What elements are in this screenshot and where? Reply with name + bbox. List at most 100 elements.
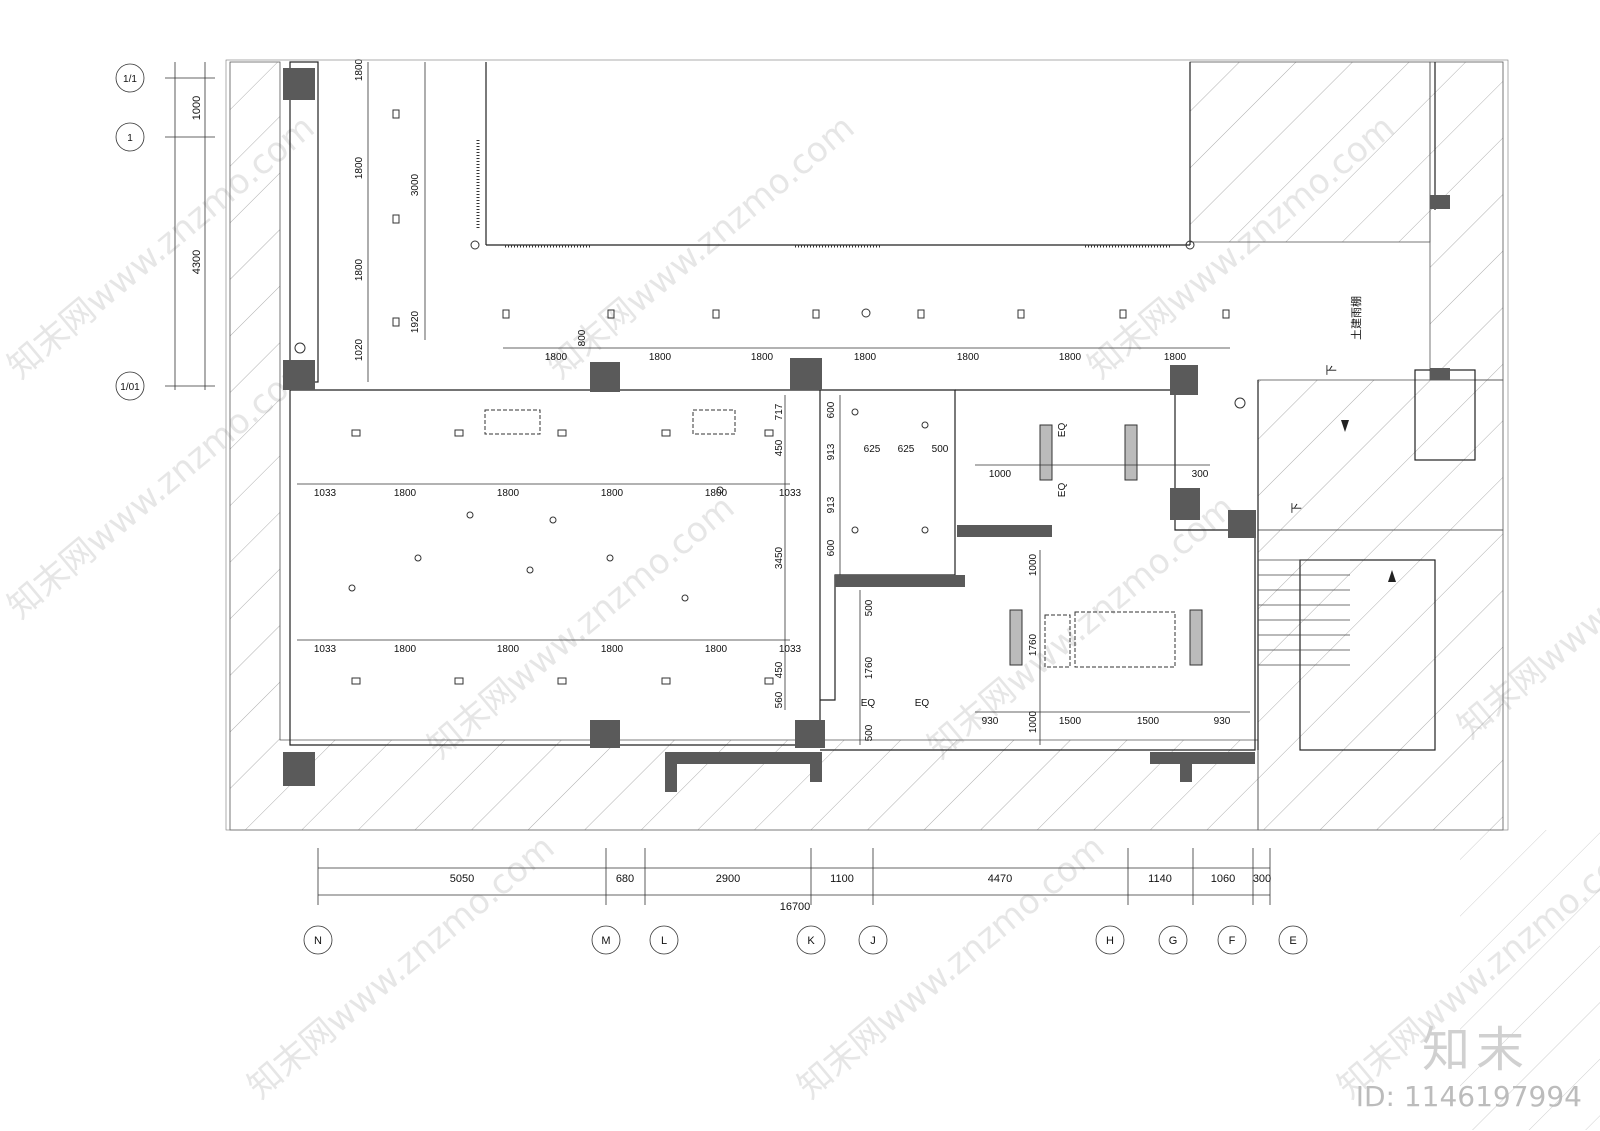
dimension-value: 1800 (705, 488, 728, 499)
dimension-value: 913 (826, 443, 837, 460)
dimension-value: 913 (826, 496, 837, 513)
dimension-value: 1800 (497, 488, 520, 499)
dimension-value: 1100 (830, 873, 854, 885)
dimension-value: EQ (861, 698, 876, 709)
dimension-value: 1800 (497, 644, 520, 655)
dimension-lines (165, 62, 1271, 905)
down-label: 下 (1291, 503, 1303, 514)
dimension-value: 4300 (191, 250, 203, 274)
dimension-value: 2900 (716, 873, 740, 885)
axis-labels: N M L K J H G F E 1/1 1 1/01 (120, 74, 1296, 947)
axis-label: L (661, 935, 667, 947)
hatched-exterior (229, 61, 1600, 1130)
dimension-value: 450 (774, 661, 785, 678)
axis-label: M (601, 935, 610, 947)
structural-columns (283, 68, 1450, 792)
down-label: 下 (1326, 365, 1338, 376)
dimension-value: 1800 (705, 644, 728, 655)
dimension-value: EQ (915, 698, 930, 709)
dimension-value: 1800 (854, 352, 877, 363)
main-room-dimension-text: 1033 1800 1800 1800 1800 1033 1033 1800 … (314, 403, 802, 708)
dimension-value: 1800 (1059, 352, 1082, 363)
dimension-value: 1060 (1211, 873, 1235, 885)
ceiling-fixtures (294, 109, 1246, 685)
brand-logo: 知末 (1421, 1022, 1530, 1078)
dimension-value: 800 (577, 329, 588, 346)
dimension-value: 1800 (601, 644, 624, 655)
dimension-value: 1800 (394, 644, 417, 655)
dimension-value: 717 (774, 403, 785, 420)
dimension-value: 300 (1192, 469, 1209, 480)
dimension-value: 1800 (354, 58, 365, 81)
dimension-value: 1800 (957, 352, 980, 363)
dimension-value: 1800 (1164, 352, 1187, 363)
axis-label: J (870, 935, 876, 947)
dimension-value: 625 (898, 444, 915, 455)
axis-label: F (1229, 935, 1236, 947)
dimension-value: 930 (982, 716, 999, 727)
right-room-dimension-text: 1000 300 EQ EQ 1000 1760 1000 930 1500 1… (982, 423, 1231, 734)
axis-label: 1/01 (120, 382, 140, 393)
axis-label: H (1106, 935, 1114, 947)
dimension-value: 680 (616, 873, 634, 885)
axis-label: N (314, 935, 322, 947)
dimension-value: 1020 (354, 338, 365, 361)
dimension-value: 560 (774, 691, 785, 708)
watermark: 知末网www.znzmo.com (420, 487, 742, 766)
annotations: 土建雨棚 下 下 (1291, 296, 1363, 514)
dimension-value: 500 (864, 599, 875, 616)
top-strip-dimension-text: 1800 1800 1800 1020 3000 1920 800 1800 1… (354, 58, 1187, 363)
dimension-value: EQ (1057, 423, 1068, 438)
dimension-value: 300 (1253, 873, 1271, 885)
dimension-value: 450 (774, 439, 785, 456)
dimension-value: 1033 (779, 644, 802, 655)
arrow-icon (1341, 420, 1396, 582)
dimension-value: 4470 (988, 873, 1012, 885)
dimension-value: 600 (826, 539, 837, 556)
dimension-value: 1033 (314, 488, 337, 499)
dimension-value: 625 (864, 444, 881, 455)
linear-lights (476, 140, 1172, 248)
dimension-value: 500 (864, 724, 875, 741)
dimension-value: 1800 (545, 352, 568, 363)
dimension-value: 1760 (1028, 633, 1039, 656)
left-dimension-text: 1000 4300 (191, 96, 203, 274)
dimension-value: 1800 (354, 156, 365, 179)
stair (1258, 559, 1350, 666)
drawing-frame (225, 59, 1509, 831)
bottom-dimension-text: 5050 680 2900 1100 4470 1140 1060 300 16… (450, 873, 1271, 913)
dimension-value: 1800 (751, 352, 774, 363)
dimension-value: 1000 (989, 469, 1012, 480)
dimension-value: EQ (1057, 483, 1068, 498)
dimension-value: 1800 (354, 258, 365, 281)
dimension-value: 1140 (1148, 873, 1172, 885)
dimension-value: 5050 (450, 873, 474, 885)
dimension-value: 1000 (1028, 553, 1039, 576)
axis-label: K (807, 935, 815, 947)
canopy-label: 土建雨棚 (1349, 296, 1363, 340)
axis-label: 1 (127, 133, 133, 144)
dimension-value: 600 (826, 401, 837, 418)
dimension-value: 500 (932, 444, 949, 455)
dimension-value: 1033 (779, 488, 802, 499)
middle-room-dimension-text: 600 913 913 600 625 625 500 500 1760 500… (826, 401, 949, 741)
dimension-value: 1500 (1059, 716, 1082, 727)
dimension-value: 1800 (601, 488, 624, 499)
dimension-value: 3000 (410, 173, 421, 196)
dimension-value: 930 (1214, 716, 1231, 727)
dimension-value: 1800 (394, 488, 417, 499)
grid-bubbles (115, 63, 1308, 955)
dimension-value: 1800 (649, 352, 672, 363)
dimension-value: 1000 (1028, 710, 1039, 733)
dimension-value: 1500 (1137, 716, 1160, 727)
dimension-value: 3450 (774, 546, 785, 569)
dimension-value: 1033 (314, 644, 337, 655)
watermark: 知末网www.znzmo.com (790, 827, 1112, 1106)
dimension-total: 16700 (780, 901, 811, 913)
axis-label: G (1169, 935, 1178, 947)
asset-id: ID: 1146197994 (1355, 1080, 1582, 1113)
watermark: 知末网www.znzmo.com (240, 827, 562, 1106)
axis-label: 1/1 (123, 74, 137, 85)
dimension-value: 1760 (864, 656, 875, 679)
